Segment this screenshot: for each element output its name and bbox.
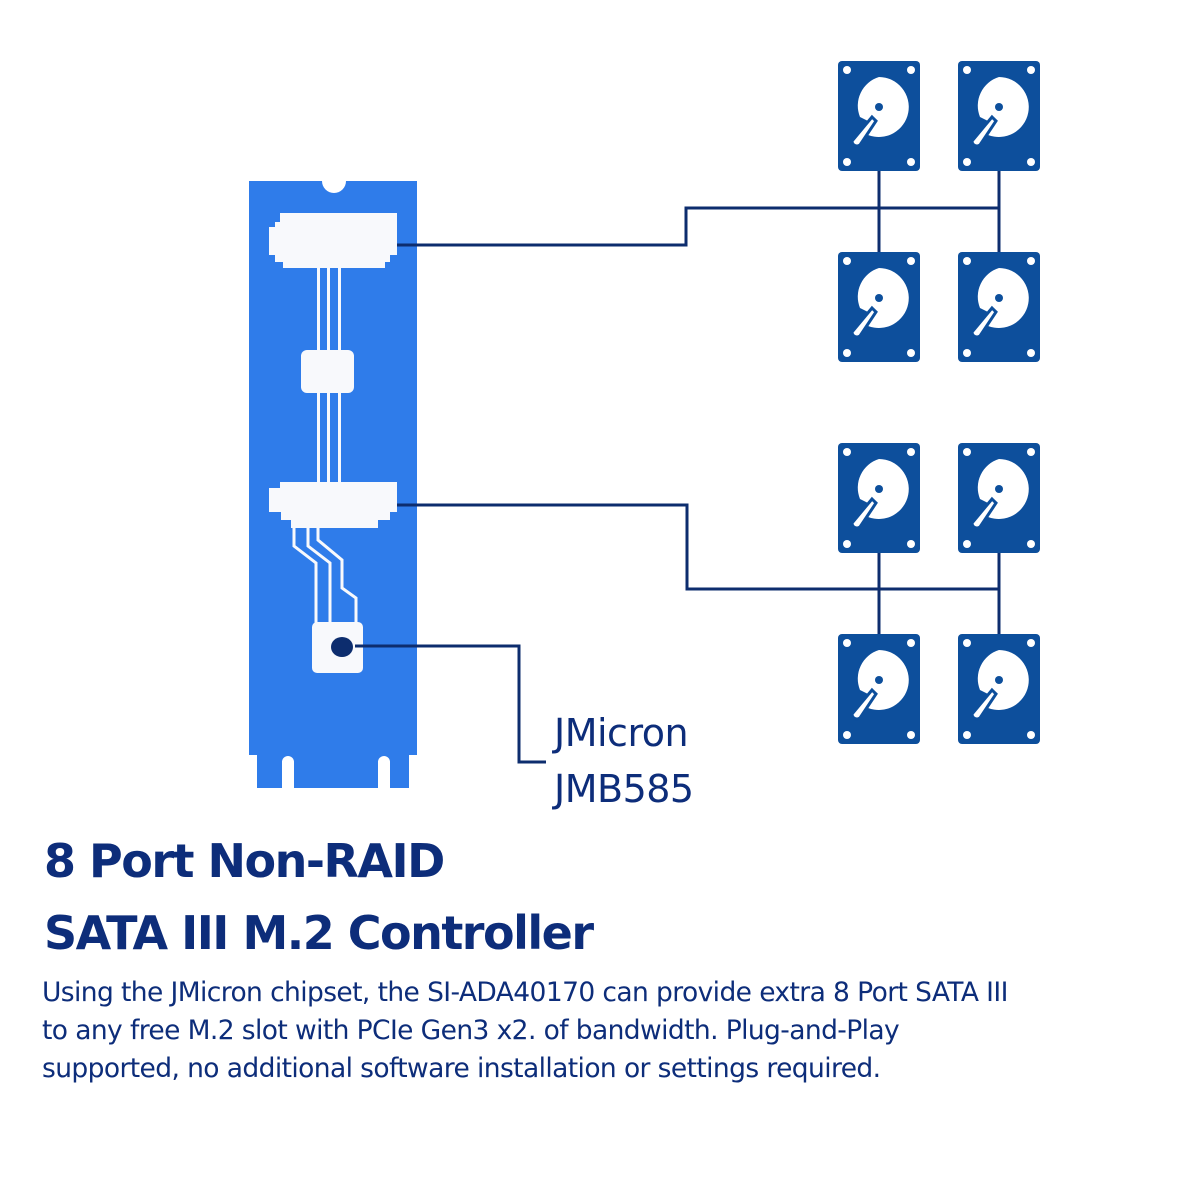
screw-hole (963, 66, 971, 74)
bridge-chip (301, 350, 354, 393)
chip-label-vendor: JMicron (554, 711, 689, 755)
screw-hole (843, 349, 851, 357)
screw-hole (843, 66, 851, 74)
screw-hole (843, 639, 851, 647)
hard-drive-icon (958, 61, 1040, 171)
description-line: supported, no additional software instal… (42, 1053, 881, 1084)
screw-hole (1027, 66, 1035, 74)
read-arm (970, 114, 998, 148)
hard-drive-icon (838, 61, 920, 171)
screw-hole (963, 540, 971, 548)
screw-hole (843, 158, 851, 166)
chip-label-model: JMB585 (554, 767, 694, 811)
screw-hole (1027, 639, 1035, 647)
hard-drive-icon (958, 443, 1040, 553)
screw-hole (1027, 349, 1035, 357)
screw-hole (963, 158, 971, 166)
screw-hole (1027, 731, 1035, 739)
drive-group (838, 61, 1040, 362)
spindle (995, 103, 1003, 111)
spindle (995, 294, 1003, 302)
screw-hole (963, 257, 971, 265)
hard-drive-icon (958, 252, 1040, 362)
spindle (875, 485, 883, 493)
chip-dot-icon (331, 637, 353, 657)
wire-group-2 (397, 503, 999, 591)
screw-hole (907, 349, 915, 357)
wire-group-1 (397, 206, 999, 247)
screw-hole (1027, 257, 1035, 265)
wire-lines (355, 170, 1001, 764)
screw-hole (907, 731, 915, 739)
read-arm (970, 496, 998, 530)
read-arm (850, 687, 878, 721)
description: Using the JMicron chipset, the SI-ADA401… (42, 974, 1172, 1088)
description-line: Using the JMicron chipset, the SI-ADA401… (42, 977, 1008, 1008)
trace-lines-top (317, 268, 341, 485)
screw-hole (1027, 540, 1035, 548)
spindle (995, 485, 1003, 493)
screw-hole (843, 257, 851, 265)
page-title-line-1: 8 Port Non-RAID (44, 834, 445, 888)
screw-hole (907, 540, 915, 548)
screw-hole (963, 639, 971, 647)
controller-diagram (249, 61, 1040, 788)
m2-card-icon (249, 181, 417, 788)
sata-connector-top (269, 213, 397, 268)
screw-hole (843, 731, 851, 739)
wire-chip-label (355, 644, 546, 764)
hard-drive-icon (838, 443, 920, 553)
screw-hole (963, 731, 971, 739)
screw-hole (1027, 448, 1035, 456)
screw-hole (843, 448, 851, 456)
hard-drive-icon (838, 252, 920, 362)
hard-drive-icon (958, 634, 1040, 744)
trace-lines-bottom (292, 528, 358, 632)
spindle (875, 676, 883, 684)
screw-hole (1027, 158, 1035, 166)
spindle (875, 294, 883, 302)
read-arm (850, 496, 878, 530)
screw-hole (907, 448, 915, 456)
screw-hole (907, 639, 915, 647)
description-line: to any free M.2 slot with PCIe Gen3 x2. … (42, 1015, 900, 1046)
hard-drive-icon (838, 634, 920, 744)
screw-hole (963, 349, 971, 357)
spindle (875, 103, 883, 111)
screw-hole (963, 448, 971, 456)
page-title-line-2: SATA III M.2 Controller (44, 906, 594, 960)
drive-group (838, 443, 1040, 744)
sata-connector-bottom (269, 482, 397, 528)
spindle (995, 676, 1003, 684)
screw-hole (907, 158, 915, 166)
screw-hole (907, 66, 915, 74)
read-arm (850, 305, 878, 339)
screw-hole (907, 257, 915, 265)
read-arm (850, 114, 878, 148)
drive-grid (838, 61, 1040, 744)
read-arm (970, 305, 998, 339)
screw-hole (843, 540, 851, 548)
read-arm (970, 687, 998, 721)
